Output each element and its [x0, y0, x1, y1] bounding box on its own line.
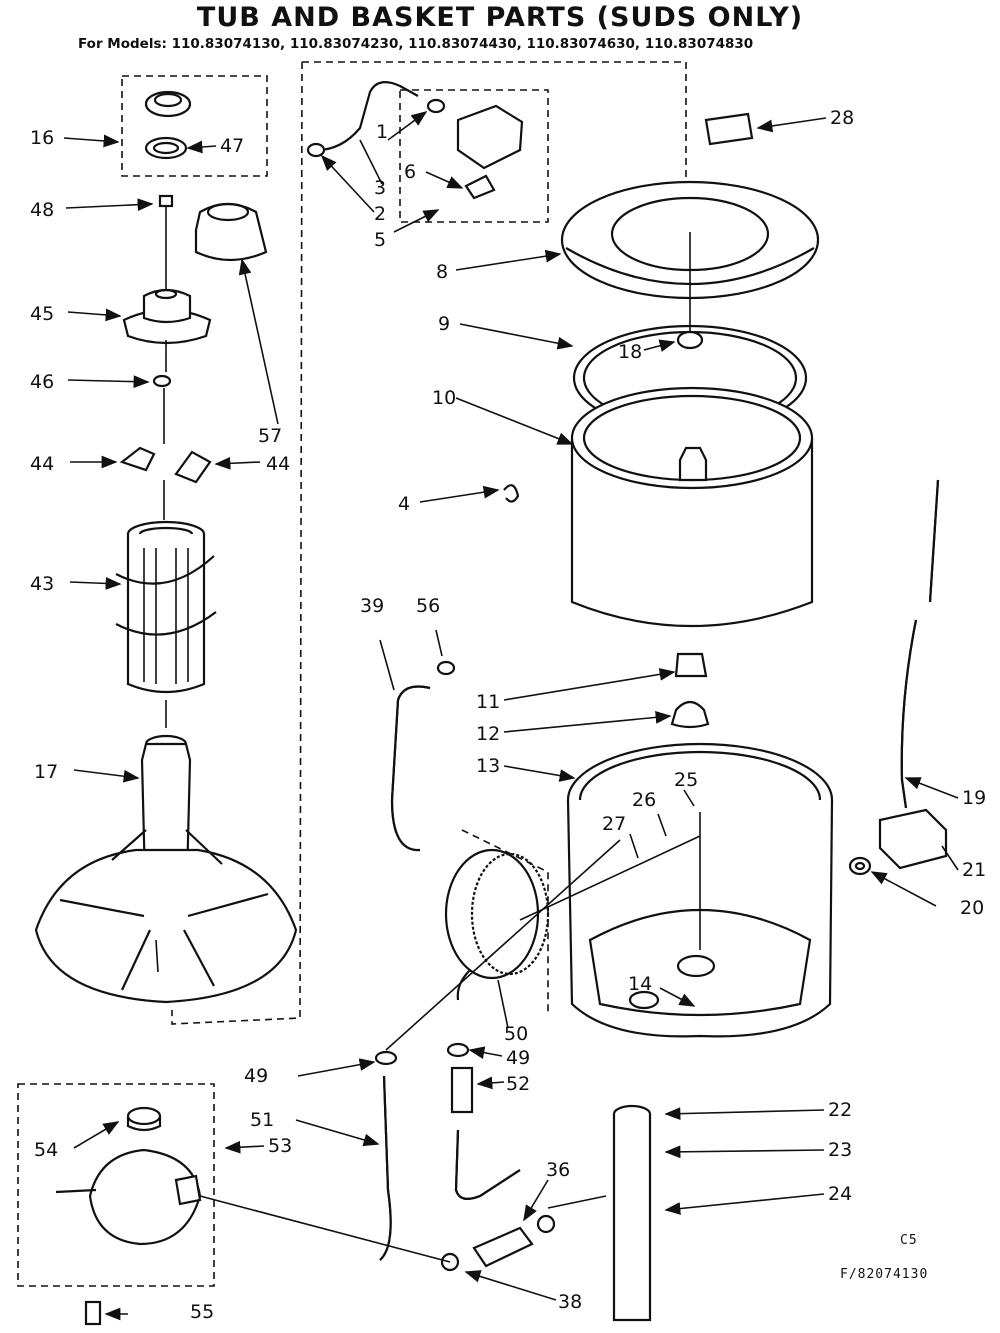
label-21: 21 [962, 859, 986, 881]
label-52: 52 [506, 1073, 530, 1095]
models-subtitle: For Models: 110.83074130, 110.83074230, … [78, 36, 754, 52]
clamp-part [374, 1050, 398, 1066]
hub-part [674, 652, 708, 678]
fill-valve-part [878, 808, 948, 870]
label-49a: 49 [244, 1065, 268, 1087]
label-24: 24 [828, 1183, 852, 1205]
label-12: 12 [476, 723, 500, 745]
clamp-part [436, 660, 456, 676]
clamp-part [446, 1042, 470, 1058]
drain-pump [55, 1106, 202, 1326]
label-54: 54 [34, 1139, 58, 1161]
clip-part [704, 112, 754, 146]
agitator-cap-part [194, 202, 268, 262]
pump-plug-part [126, 1106, 162, 1126]
hose-part [900, 479, 940, 809]
nut-part [676, 330, 704, 350]
label-10: 10 [432, 387, 456, 409]
part-labels: 16 47 48 45 46 44 44 57 43 17 1 6 3 2 5 … [30, 107, 986, 1323]
label-3: 3 [374, 177, 386, 199]
label-22: 22 [828, 1099, 852, 1121]
label-2: 2 [374, 203, 386, 225]
label-6: 6 [404, 161, 416, 183]
label-8: 8 [436, 261, 448, 283]
group-boxes [17, 61, 687, 1287]
box-pump-group [17, 1083, 215, 1287]
label-53: 53 [268, 1135, 292, 1157]
label-51: 51 [250, 1109, 274, 1131]
label-49b: 49 [506, 1047, 530, 1069]
diagram-title: TUB AND BASKET PARTS (SUDS ONLY) [196, 2, 804, 33]
basket-part [570, 438, 814, 628]
agitator-assembly [34, 90, 298, 1004]
washer-part [152, 374, 172, 388]
label-25: 25 [674, 769, 698, 791]
label-20: 20 [960, 897, 984, 919]
seal-part [670, 700, 710, 729]
label-5: 5 [374, 229, 386, 251]
label-55: 55 [190, 1301, 214, 1323]
dog-part [174, 450, 212, 484]
label-46: 46 [30, 371, 54, 393]
water-level-switch-part [456, 104, 524, 170]
label-47: 47 [220, 135, 244, 157]
recirculating-pump-part [444, 848, 540, 980]
hoses-and-pump [374, 660, 556, 1272]
label-16: 16 [30, 127, 54, 149]
bolt-part [158, 194, 174, 208]
label-36: 36 [546, 1159, 570, 1181]
label-39: 39 [360, 595, 384, 617]
tub-and-basket [503, 180, 948, 1322]
seal-ring-part [144, 136, 188, 160]
label-14: 14 [628, 973, 652, 995]
box-agitator-cap [121, 75, 268, 177]
label-17: 17 [34, 761, 58, 783]
label-19: 19 [962, 787, 986, 809]
label-44a: 44 [30, 453, 54, 475]
label-18: 18 [618, 341, 642, 363]
pressure-hose-part [311, 81, 419, 152]
diagram-number: F/82074130 [840, 1267, 928, 1282]
clamp-part [536, 1214, 556, 1234]
label-9: 9 [438, 313, 450, 335]
box-top-group [302, 61, 687, 226]
label-23: 23 [828, 1139, 852, 1161]
label-56: 56 [416, 595, 440, 617]
agitator-cap-part [144, 90, 192, 118]
label-57: 57 [258, 425, 282, 447]
label-44b: 44 [266, 453, 290, 475]
label-27: 27 [602, 813, 626, 835]
hose-part [450, 1066, 474, 1114]
washer-part [848, 856, 872, 876]
label-11: 11 [476, 691, 500, 713]
label-28: 28 [830, 107, 854, 129]
clip-part [503, 484, 520, 503]
label-1: 1 [376, 121, 388, 143]
label-43: 43 [30, 573, 54, 595]
leader-lines [63, 111, 959, 1321]
label-45: 45 [30, 303, 54, 325]
label-13: 13 [476, 755, 500, 777]
diagram-code: C5 [900, 1233, 918, 1248]
switch-assembly [306, 81, 754, 200]
box-switch-group [399, 89, 549, 223]
hose-part [472, 1226, 534, 1268]
label-48: 48 [30, 199, 54, 221]
dog-part [119, 446, 156, 472]
screw-part [84, 1300, 102, 1326]
label-50: 50 [504, 1023, 528, 1045]
box-agitator-group [171, 61, 303, 1025]
label-26: 26 [632, 789, 656, 811]
label-38: 38 [558, 1291, 582, 1313]
label-4: 4 [398, 493, 410, 515]
switch-bracket-part [464, 174, 496, 200]
